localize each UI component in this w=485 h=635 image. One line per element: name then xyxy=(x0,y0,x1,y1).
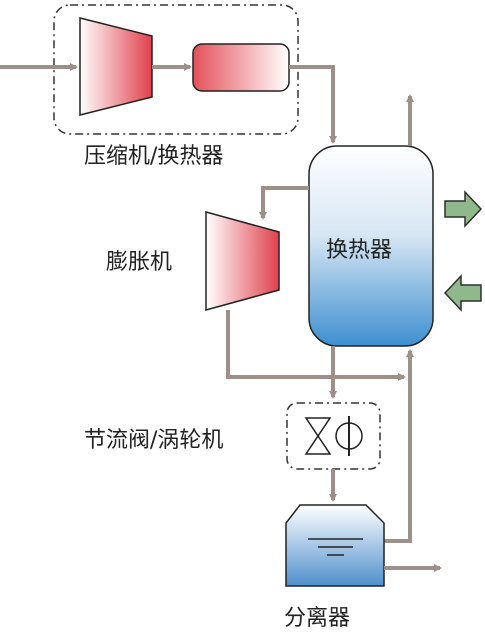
heat-in-arrow-icon xyxy=(443,274,482,312)
compressor-hx-label: 压缩机/换热器 xyxy=(84,144,224,169)
expander-shape xyxy=(205,211,280,311)
heater-to-hx-line xyxy=(289,65,337,144)
hx-to-expander-line xyxy=(259,186,309,220)
separator-label: 分离器 xyxy=(284,606,351,631)
throttle-turbine-dashed-box xyxy=(286,402,381,470)
throttle-valve-lower xyxy=(304,434,332,455)
expander-label: 膨胀机 xyxy=(106,250,173,275)
heat-out-arrow-icon xyxy=(444,190,483,228)
return-riser-line xyxy=(384,349,414,543)
throttle-turbine-label: 节流阀/涡轮机 xyxy=(84,428,224,453)
heat-exchanger-vessel xyxy=(308,145,434,347)
heater-shape xyxy=(192,43,290,92)
separator-vessel xyxy=(285,504,385,587)
heat-exchanger-label: 换热器 xyxy=(326,238,393,263)
throttle-valve-icon xyxy=(304,417,332,438)
expander-outlet-line xyxy=(226,310,406,381)
compressor-shape xyxy=(79,17,153,116)
